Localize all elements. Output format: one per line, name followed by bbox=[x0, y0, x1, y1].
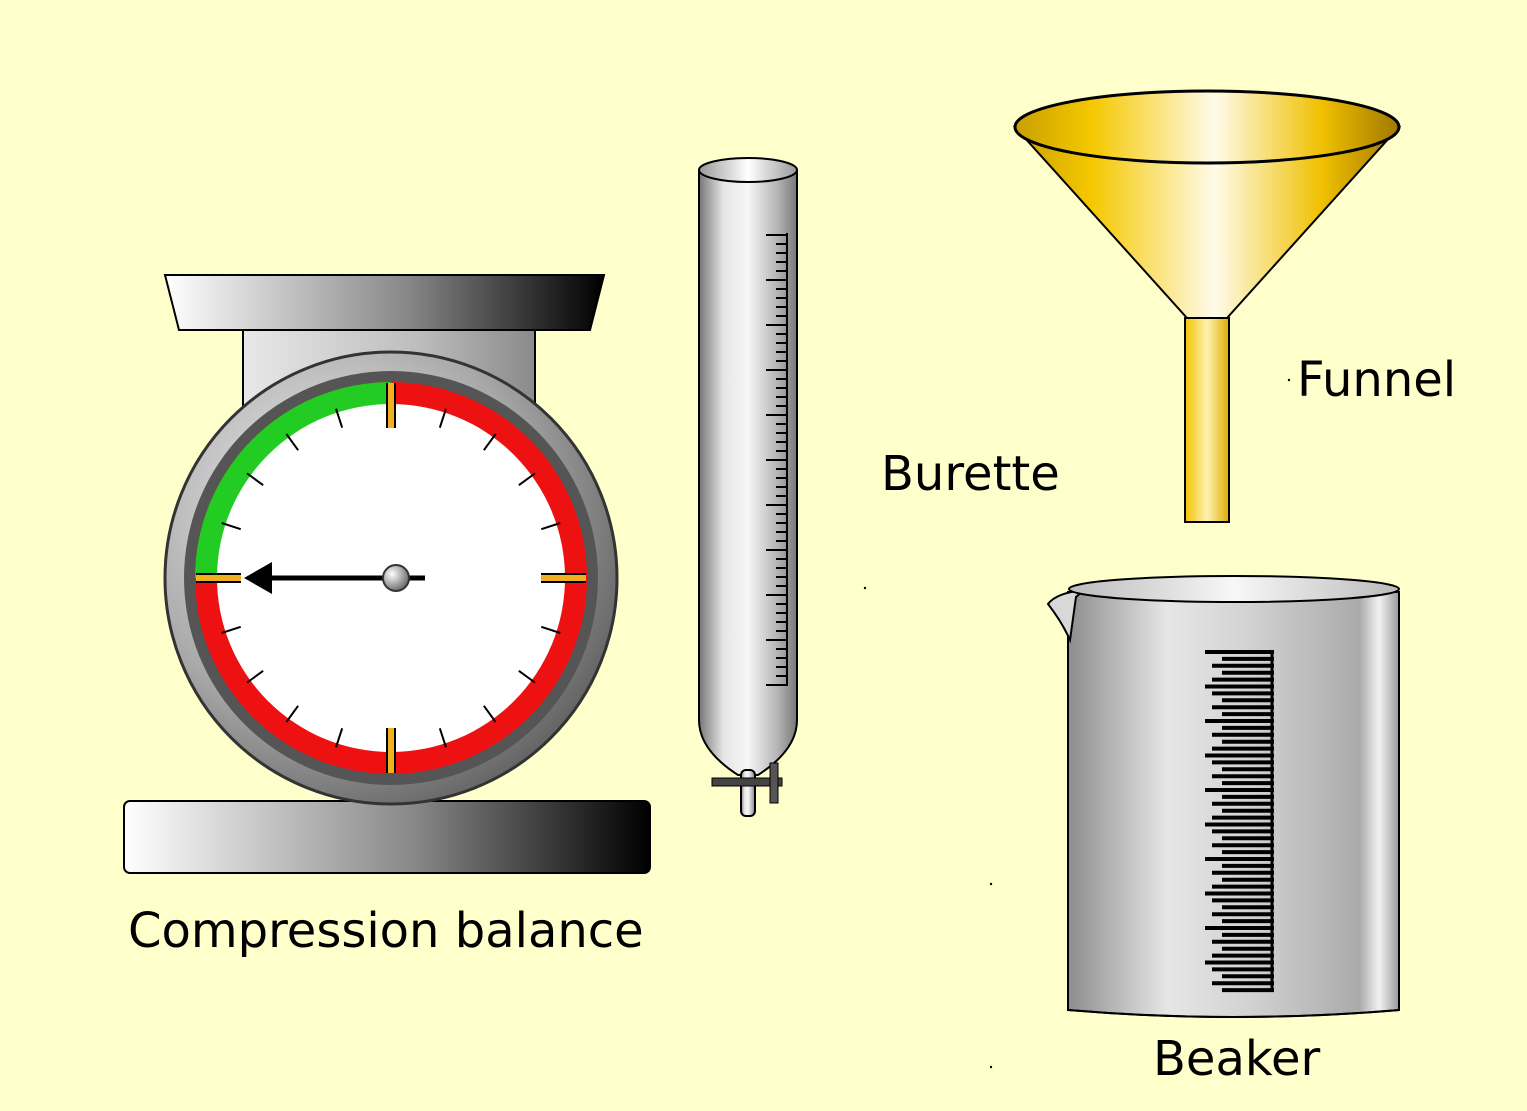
beaker-label: Beaker bbox=[1153, 1031, 1321, 1087]
dial-minor-tick bbox=[518, 472, 536, 486]
dial-minor-tick bbox=[246, 472, 264, 486]
funnel-label: Funnel bbox=[1297, 352, 1457, 408]
funnel-icon bbox=[1012, 89, 1402, 523]
balance-pan bbox=[163, 274, 606, 331]
funnel-mouth bbox=[1013, 89, 1401, 165]
burette-scale bbox=[766, 233, 788, 686]
stray-dot bbox=[989, 1065, 993, 1069]
dial-minor-tick bbox=[483, 433, 497, 451]
burette-tube bbox=[698, 169, 798, 776]
compression-balance-icon bbox=[123, 274, 651, 874]
dial-minor-tick bbox=[483, 705, 497, 723]
dial-ticks bbox=[196, 383, 586, 773]
dial-minor-tick bbox=[335, 408, 344, 429]
dial-knob bbox=[382, 564, 410, 592]
balance-base bbox=[123, 800, 651, 874]
balance-label: Compression balance bbox=[128, 903, 644, 959]
dial-minor-tick bbox=[246, 670, 264, 684]
stray-dot bbox=[863, 586, 867, 590]
burette-tip bbox=[740, 769, 756, 817]
dial-minor-tick bbox=[540, 625, 561, 634]
dial-minor-tick bbox=[285, 433, 299, 451]
stray-dot bbox=[989, 882, 993, 886]
beaker-rim bbox=[1068, 575, 1400, 603]
dial-minor-tick bbox=[438, 727, 447, 748]
dial-minor-tick bbox=[518, 670, 536, 684]
beaker-icon bbox=[1046, 575, 1400, 1018]
dial-minor-tick bbox=[221, 522, 242, 531]
dial-minor-tick bbox=[438, 408, 447, 429]
beaker-spout bbox=[1046, 588, 1088, 644]
dial-minor-tick bbox=[285, 705, 299, 723]
burette-opening bbox=[698, 157, 798, 183]
dial-minor-tick bbox=[335, 727, 344, 748]
dial-minor-tick bbox=[221, 625, 242, 634]
stray-dot bbox=[1287, 378, 1291, 382]
burette-label: Burette bbox=[881, 446, 1060, 502]
funnel-stem bbox=[1184, 317, 1230, 523]
burette-icon bbox=[698, 157, 798, 817]
burette-stopcock-handle bbox=[769, 762, 779, 804]
dial-minor-tick bbox=[540, 522, 561, 531]
beaker-bottom bbox=[1067, 1009, 1400, 1018]
beaker-scale bbox=[1205, 650, 1274, 993]
burette-stopcock-bar bbox=[711, 777, 783, 787]
